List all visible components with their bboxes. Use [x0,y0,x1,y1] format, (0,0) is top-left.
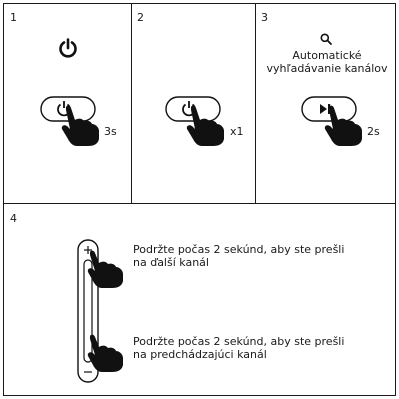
panel-2-number: 2 [137,11,144,24]
panel-1-number: 1 [10,11,17,24]
next-channel-line1: Podržte počas 2 sekúnd, aby ste prešli [133,243,345,256]
instruction-grid [3,3,396,396]
previous-channel-line2: na predchádzajúci kanál [133,348,267,361]
panel-3-number: 3 [261,11,268,24]
panel-2-duration: x1 [230,125,244,138]
divider-1-2 [131,3,132,203]
search-icon [320,33,332,45]
panel-3-duration: 2s [367,125,380,138]
panel-3-caption-line1: Automatické [292,49,362,62]
previous-channel-line1: Podržte počas 2 sekúnd, aby ste prešli [133,335,345,348]
panel-1-duration: 3s [104,125,117,138]
power-button-hand [165,96,224,146]
divider-2-3 [255,3,256,203]
play-pause-button-hand [301,96,362,146]
next-channel-line2: na ďalší kanál [133,256,209,269]
divider-top-bottom [3,203,396,204]
power-icon [59,38,77,58]
panel-3-caption-line2: vyhľadávanie kanálov [266,62,388,75]
power-button-hand [40,96,99,146]
channel-rocker-button [77,239,123,383]
panel-4-number: 4 [10,212,17,225]
